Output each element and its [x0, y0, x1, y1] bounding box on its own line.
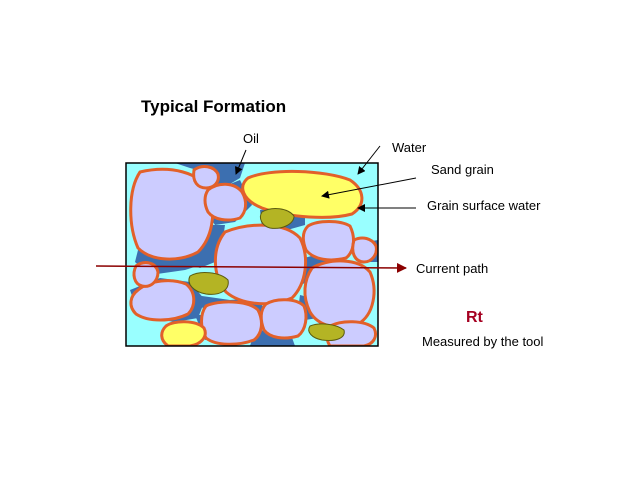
small-grains [188, 208, 345, 341]
rock-grains [129, 165, 378, 346]
sand-grains [160, 169, 364, 346]
page-title: Typical Formation [141, 97, 286, 116]
formation-diagram [125, 162, 379, 347]
formation-border [125, 162, 379, 347]
current-path-arrow [95, 262, 407, 273]
oil-leader [235, 149, 247, 175]
leader-lines [235, 145, 417, 212]
sand-grain-leader [321, 177, 417, 199]
current-path-label: Current path [416, 261, 488, 276]
measured-label: Measured by the tool [422, 334, 544, 349]
sand-grain-label: Sand grain [431, 162, 494, 177]
rt-label: Rt [466, 309, 484, 326]
oil-label: Oil [243, 131, 259, 146]
water-label: Water [392, 140, 427, 155]
grain-surface-water-label: Grain surface water [427, 198, 541, 213]
water-leader [357, 145, 381, 175]
